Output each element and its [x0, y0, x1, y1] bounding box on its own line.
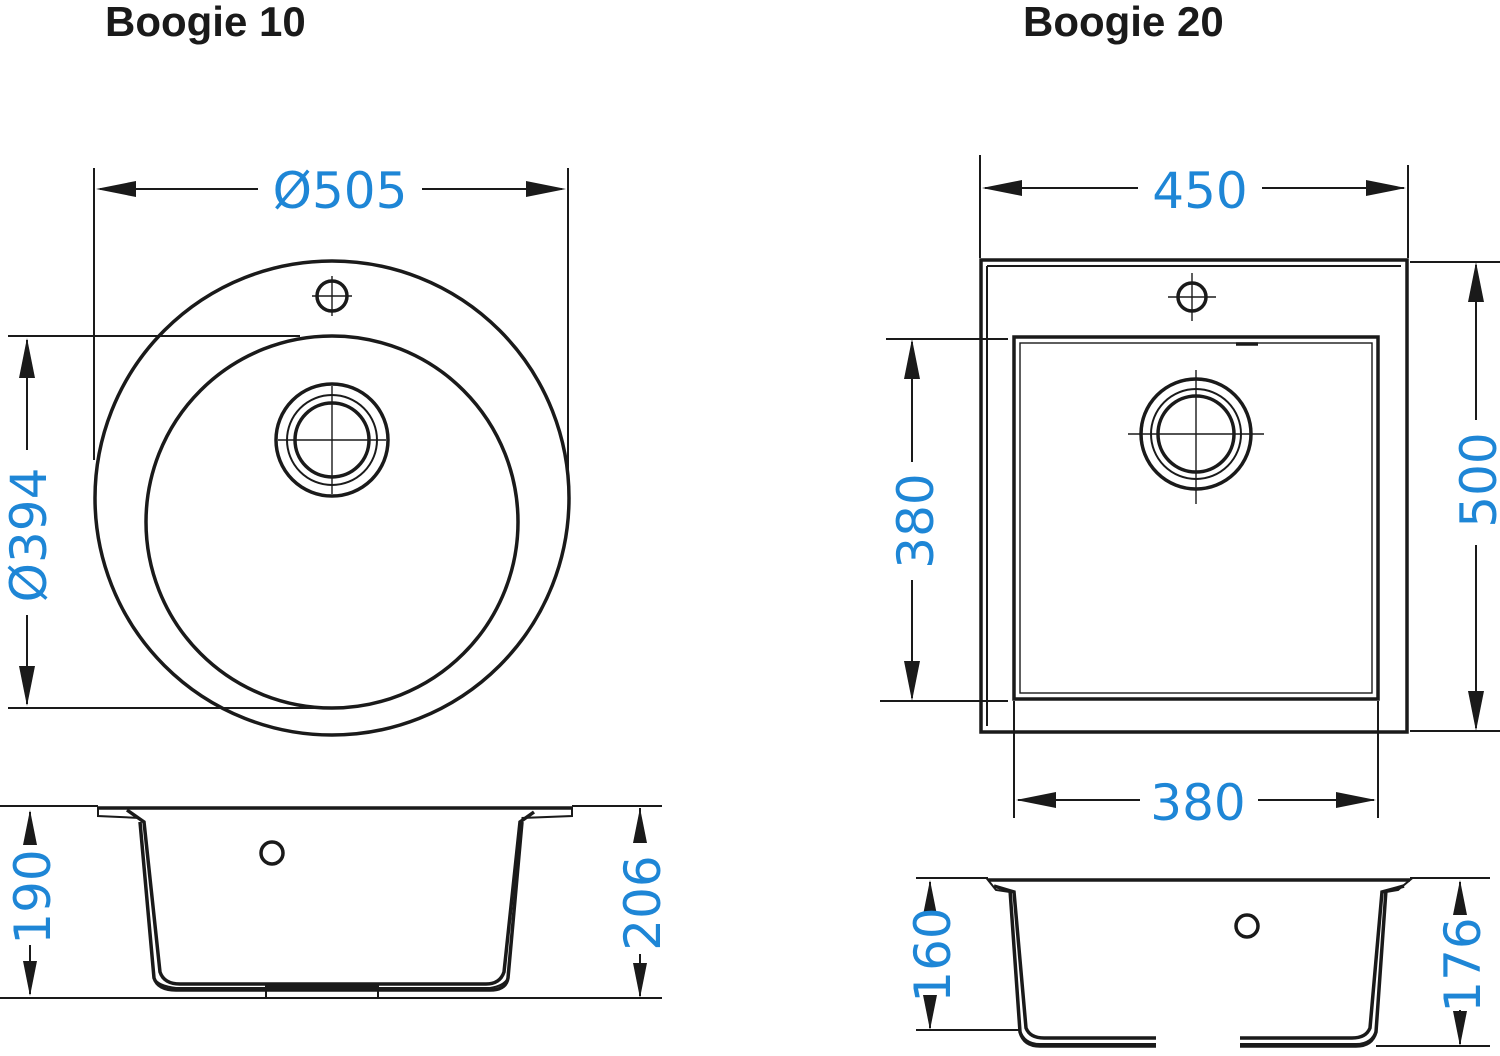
- boogie-20-overflow-icon: [1234, 913, 1260, 939]
- boogie-20-outer-width-dimension: 450: [979, 155, 1409, 258]
- boogie-20-title: Boogie 20: [1023, 0, 1224, 45]
- boogie-20-outer-rim: [979, 258, 1409, 734]
- boogie-20-bowl-width-dimension: 380: [1013, 701, 1379, 832]
- boogie-20-bowl-depth-label: 160: [904, 907, 962, 1002]
- boogie-10-bowl-diameter-label: Ø394: [0, 468, 58, 603]
- boogie-10-bowl-outline: [144, 334, 520, 710]
- boogie-10-outer-diameter-label: Ø505: [273, 162, 408, 220]
- boogie-10-outer-rim: [93, 259, 571, 737]
- boogie-20-outer-length-label: 500: [1450, 432, 1500, 527]
- boogie-10-bowl-depth-dimension: 190: [4, 810, 62, 996]
- boogie-10-section-view: [0, 805, 662, 999]
- boogie-20-bowl-length-dimension: 380: [880, 338, 1008, 702]
- boogie-10-outer-diameter-dimension: Ø505: [93, 162, 569, 470]
- boogie-20-outer-width-label: 450: [1152, 162, 1247, 220]
- boogie-20-section-view: [916, 877, 1490, 1050]
- boogie-20-bowl-width-label: 380: [1150, 774, 1245, 832]
- boogie-20-drawing: Boogie 20 450: [880, 0, 1500, 1050]
- boogie-20-total-depth-label: 176: [1434, 917, 1492, 1012]
- boogie-20-bowl-depth-dimension: 160: [904, 880, 962, 1030]
- boogie-20-bowl-length-label: 380: [887, 473, 945, 568]
- boogie-10-total-depth-label: 206: [614, 855, 672, 950]
- boogie-20-total-depth-dimension: 176: [1434, 880, 1492, 1046]
- boogie-10-drawing: Boogie 10 Ø505: [0, 0, 672, 999]
- boogie-10-total-depth-dimension: 206: [614, 808, 672, 998]
- boogie-10-bowl-diameter-dimension: Ø394: [0, 335, 320, 709]
- boogie-10-bowl-depth-label: 190: [4, 849, 62, 944]
- boogie-20-bowl-outline: [1012, 335, 1380, 701]
- boogie-20-drain-icon: [1128, 370, 1264, 504]
- boogie-10-tap-hole-icon: [312, 276, 352, 316]
- boogie-20-tap-hole-icon: [1168, 273, 1216, 321]
- boogie-10-drain-icon: [274, 382, 390, 498]
- boogie-20-outer-length-dimension: 500: [1410, 261, 1500, 732]
- boogie-10-title: Boogie 10: [105, 0, 306, 45]
- boogie-10-overflow-icon: [259, 840, 285, 866]
